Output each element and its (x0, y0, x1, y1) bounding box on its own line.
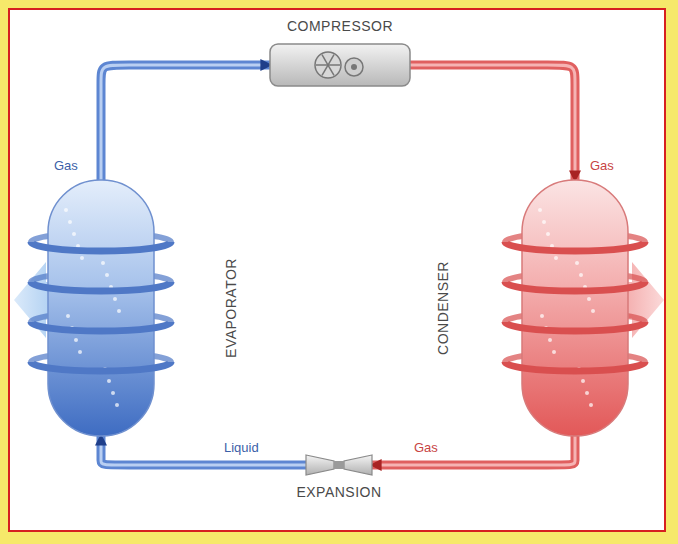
bubbles (538, 208, 595, 407)
component-label: CONDENSER (436, 261, 451, 355)
state-label: Liquid (222, 440, 261, 456)
state-label: Gas (52, 158, 80, 174)
pipe-body (101, 65, 270, 180)
coil-front (505, 242, 645, 371)
motor-icon (345, 58, 363, 76)
condenser-shape (522, 180, 628, 436)
valve-throat (334, 461, 344, 469)
condenser-tank: CONDENSER (522, 180, 628, 436)
pipe-body (101, 436, 306, 465)
compressor-box: COMPRESSOR (270, 44, 410, 86)
refrigerant-pipe (410, 65, 575, 180)
condenser-vessel (522, 180, 628, 436)
refrigerant-pipe (101, 436, 306, 465)
evaporator-vessel (48, 180, 154, 436)
pipe-highlight (372, 436, 575, 465)
component-label: EXPANSION (296, 485, 381, 500)
component-label: COMPRESSOR (287, 19, 393, 34)
coil-front (31, 242, 171, 371)
state-label: Gas (588, 158, 616, 174)
valve-body (306, 455, 372, 475)
pipe-highlight (101, 436, 306, 465)
evaporator-tank: EVAPORATOR (48, 180, 154, 436)
pipe-body (372, 436, 575, 465)
pipe-body (410, 65, 575, 180)
expansion-valve: EXPANSION (306, 453, 372, 477)
component-label: EVAPORATOR (224, 258, 239, 358)
compressor-housing (270, 44, 410, 86)
state-label: Gas (412, 440, 440, 456)
refrigerant-pipe (372, 436, 575, 465)
fan-icon (315, 52, 341, 78)
evaporator-shape (48, 180, 154, 436)
pipe-highlight (410, 65, 575, 180)
bubbles (64, 208, 121, 407)
compressor-shape (270, 44, 410, 86)
pipe-highlight (101, 65, 270, 180)
expansion-shape (306, 453, 372, 477)
refrigerant-pipe (101, 65, 270, 180)
